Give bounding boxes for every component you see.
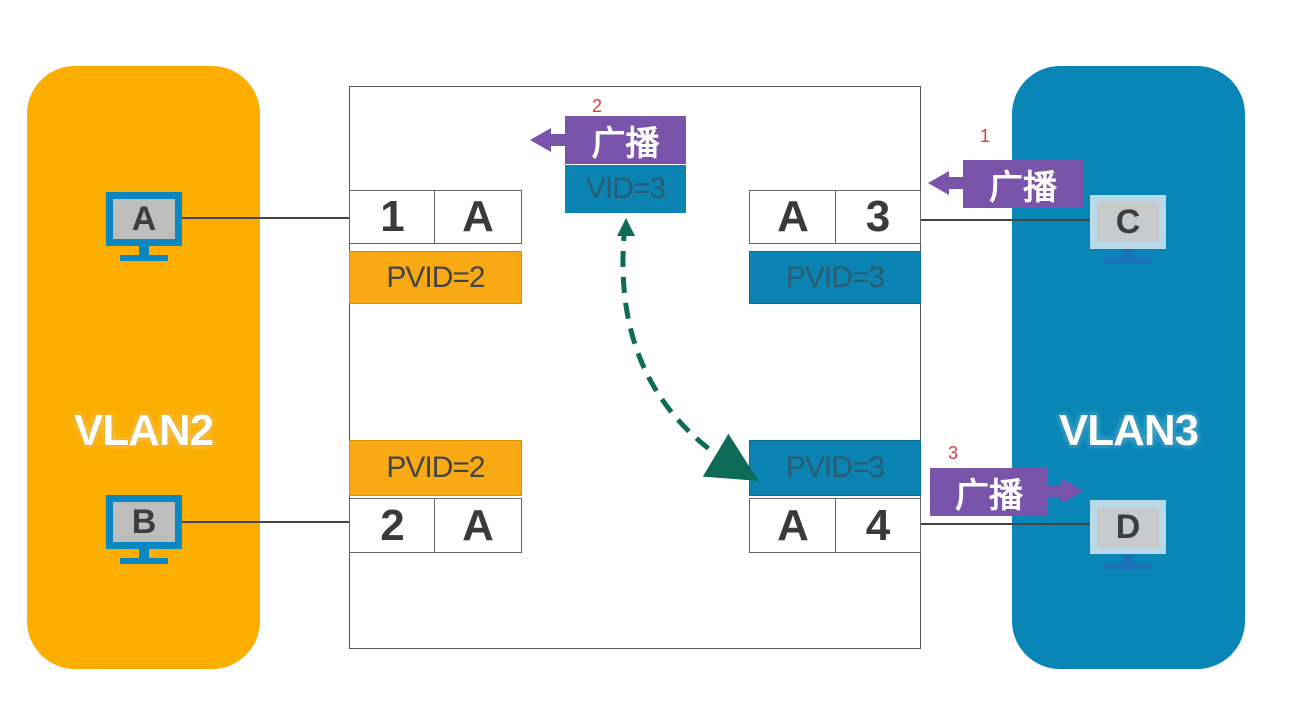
host-d: D (1090, 500, 1166, 580)
vlan3-label: VLAN3 (1058, 406, 1199, 455)
port-4-number: 4 (835, 498, 921, 553)
host-a-base (120, 255, 168, 261)
host-a-screen-icon: A (106, 192, 182, 246)
host-d-screen-icon: D (1090, 500, 1166, 554)
host-c-stand (1123, 249, 1133, 259)
link-host-b-port-2 (180, 521, 350, 523)
host-b-stand (139, 549, 149, 559)
port-2-type: A (434, 498, 522, 553)
link-port-3-host-c (921, 219, 1096, 221)
step-3-label: 3 (948, 443, 959, 463)
host-a: A (106, 192, 182, 272)
port-1-number: 1 (349, 190, 436, 244)
frame-vid-tag: VID=3 (565, 165, 686, 213)
host-b-screen-icon: B (106, 495, 182, 549)
host-a-stand (139, 246, 149, 256)
forwarding-path-start-arrowhead-icon (617, 218, 635, 236)
step-2-label: 2 (592, 96, 603, 116)
link-port-4-host-d (921, 523, 1096, 525)
ingress-broadcast-arrow-icon (928, 171, 964, 195)
host-d-base (1104, 563, 1152, 569)
host-c: C (1090, 195, 1166, 275)
switch-broadcast-arrow-icon (530, 128, 566, 152)
port-3-type: A (749, 190, 837, 244)
port-2-pvid: PVID=2 (349, 440, 522, 496)
broadcast-frame-egress: 广播 (930, 468, 1048, 516)
host-d-stand (1123, 554, 1133, 564)
host-b-base (120, 558, 168, 564)
port-1-type: A (434, 190, 522, 244)
broadcast-frame-ingress: 广播 (963, 160, 1083, 208)
port-1-pvid: PVID=2 (349, 251, 522, 304)
forwarding-path-arrow-icon (620, 224, 759, 481)
broadcast-frame-switch: 广播 (565, 116, 686, 164)
port-4-type: A (749, 498, 837, 553)
port-3-number: 3 (835, 190, 921, 244)
step-1-label: 1 (980, 126, 991, 146)
port-4-pvid: PVID=3 (749, 440, 921, 496)
link-host-a-port-1 (180, 217, 350, 219)
vlan2-region: VLAN2 (27, 66, 260, 669)
host-b: B (106, 495, 182, 575)
egress-broadcast-arrow-icon (1047, 479, 1083, 503)
vlan2-label: VLAN2 (73, 406, 214, 455)
port-3-pvid: PVID=3 (749, 251, 921, 304)
host-c-screen-icon: C (1090, 195, 1166, 249)
host-c-base (1104, 258, 1152, 264)
